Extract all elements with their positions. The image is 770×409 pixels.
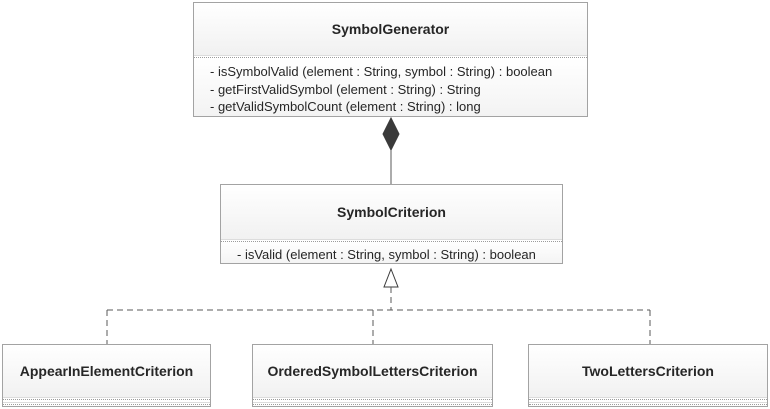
compartment-divider — [253, 397, 492, 400]
method-item: - isValid (element : String, symbol : St… — [237, 247, 536, 262]
class-two-letters-criterion[interactable]: TwoLettersCriterion — [528, 344, 768, 407]
class-name: AppearInElementCriterion — [3, 345, 210, 397]
method-list: - isSymbolValid (element : String, symbo… — [194, 58, 587, 116]
empty-compartment — [3, 400, 210, 402]
compartment-divider — [3, 397, 210, 400]
class-symbol-generator[interactable]: SymbolGenerator - isSymbolValid (element… — [193, 2, 588, 117]
class-name: SymbolGenerator — [194, 3, 587, 55]
class-name: OrderedSymbolLettersCriterion — [253, 345, 492, 397]
compartment-divider — [529, 397, 767, 400]
class-ordered-symbol-letters-criterion[interactable]: OrderedSymbolLettersCriterion — [252, 344, 493, 407]
empty-compartment — [529, 400, 767, 402]
empty-compartment — [529, 405, 767, 406]
method-item: - getFirstValidSymbol (element : String)… — [210, 81, 481, 97]
method-list: - isValid (element : String, symbol : St… — [221, 242, 562, 263]
method-item: - getValidSymbolCount (element : String)… — [210, 99, 481, 114]
method-item: - isSymbolValid (element : String, symbo… — [210, 64, 553, 79]
class-symbol-criterion[interactable]: SymbolCriterion - isValid (element : Str… — [220, 184, 563, 264]
class-appear-in-element-criterion[interactable]: AppearInElementCriterion — [2, 344, 211, 407]
compartment-divider — [3, 402, 210, 405]
compartment-divider — [529, 402, 767, 405]
class-name: TwoLettersCriterion — [529, 345, 767, 397]
realization-arrowhead — [383, 267, 399, 288]
empty-compartment — [3, 405, 210, 406]
empty-compartment — [253, 400, 492, 402]
compartment-divider — [253, 402, 492, 405]
empty-compartment — [253, 405, 492, 406]
compartment-divider — [194, 55, 587, 58]
class-name: SymbolCriterion — [221, 185, 562, 239]
compartment-divider — [221, 239, 562, 242]
composition-diamond — [382, 116, 400, 152]
